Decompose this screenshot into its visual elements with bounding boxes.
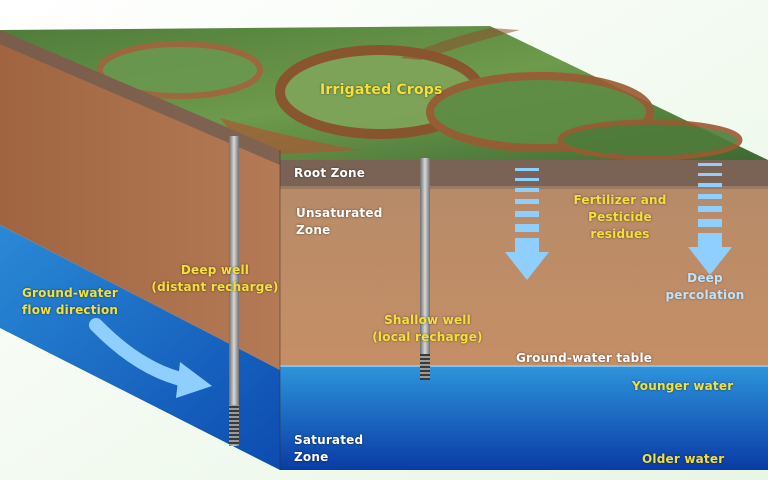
unsaturated-zone-line-2: Zone	[296, 223, 331, 237]
fertilizer-label: Fertilizer and Pesticide residues	[565, 192, 675, 243]
shallow-well-pipe	[420, 158, 430, 380]
deep-well-pipe	[229, 136, 239, 446]
shallow-well-line-2: (local recharge)	[372, 330, 483, 344]
groundwater-flow-label: Ground-water flow direction	[22, 285, 118, 319]
unsaturated-zone-line-1: Unsaturated	[296, 206, 383, 220]
saturated-zone-line-1: Saturated	[294, 433, 364, 447]
older-water-label: Older water	[642, 452, 725, 466]
root-zone-label: Root Zone	[294, 166, 366, 180]
saturated-zone-label: Saturated Zone	[294, 432, 363, 466]
deep-percolation-arrow	[688, 163, 732, 275]
center-pivot-fields	[97, 28, 743, 161]
groundwater-flow-line-1: Ground-water	[22, 286, 119, 300]
groundwater-flow-arrow	[89, 318, 212, 398]
groundwater-flow-line-2: flow direction	[22, 303, 119, 317]
unsaturated-zone-label: Unsaturated Zone	[296, 205, 383, 239]
deep-well-label: Deep well (distant recharge)	[150, 262, 280, 296]
soil-side-face	[0, 30, 280, 370]
shallow-well-label: Shallow well (local recharge)	[365, 312, 490, 346]
saturated-zone-line-2: Zone	[294, 450, 329, 464]
groundwater-table-label: Ground-water table	[516, 351, 653, 365]
deep-percolation-line-1: Deep	[687, 271, 723, 285]
fertilizer-percolation-arrow	[505, 168, 549, 280]
deep-percolation-label: Deep percolation	[655, 270, 755, 304]
fertilizer-line-3: residues	[590, 227, 650, 241]
water-front-face	[280, 365, 768, 470]
water-side-face	[0, 225, 280, 470]
fertilizer-line-2: Pesticide	[588, 210, 652, 224]
deep-well-line-2: (distant recharge)	[151, 280, 279, 294]
fertilizer-line-1: Fertilizer and	[573, 193, 667, 207]
younger-water-label: Younger water	[632, 379, 734, 393]
shallow-well-line-1: Shallow well	[384, 313, 471, 327]
deep-well-line-1: Deep well	[180, 263, 250, 277]
root-zone-band	[280, 160, 768, 186]
irrigated-crops-label: Irrigated Crops	[320, 82, 443, 98]
deep-percolation-line-2: percolation	[665, 288, 745, 302]
